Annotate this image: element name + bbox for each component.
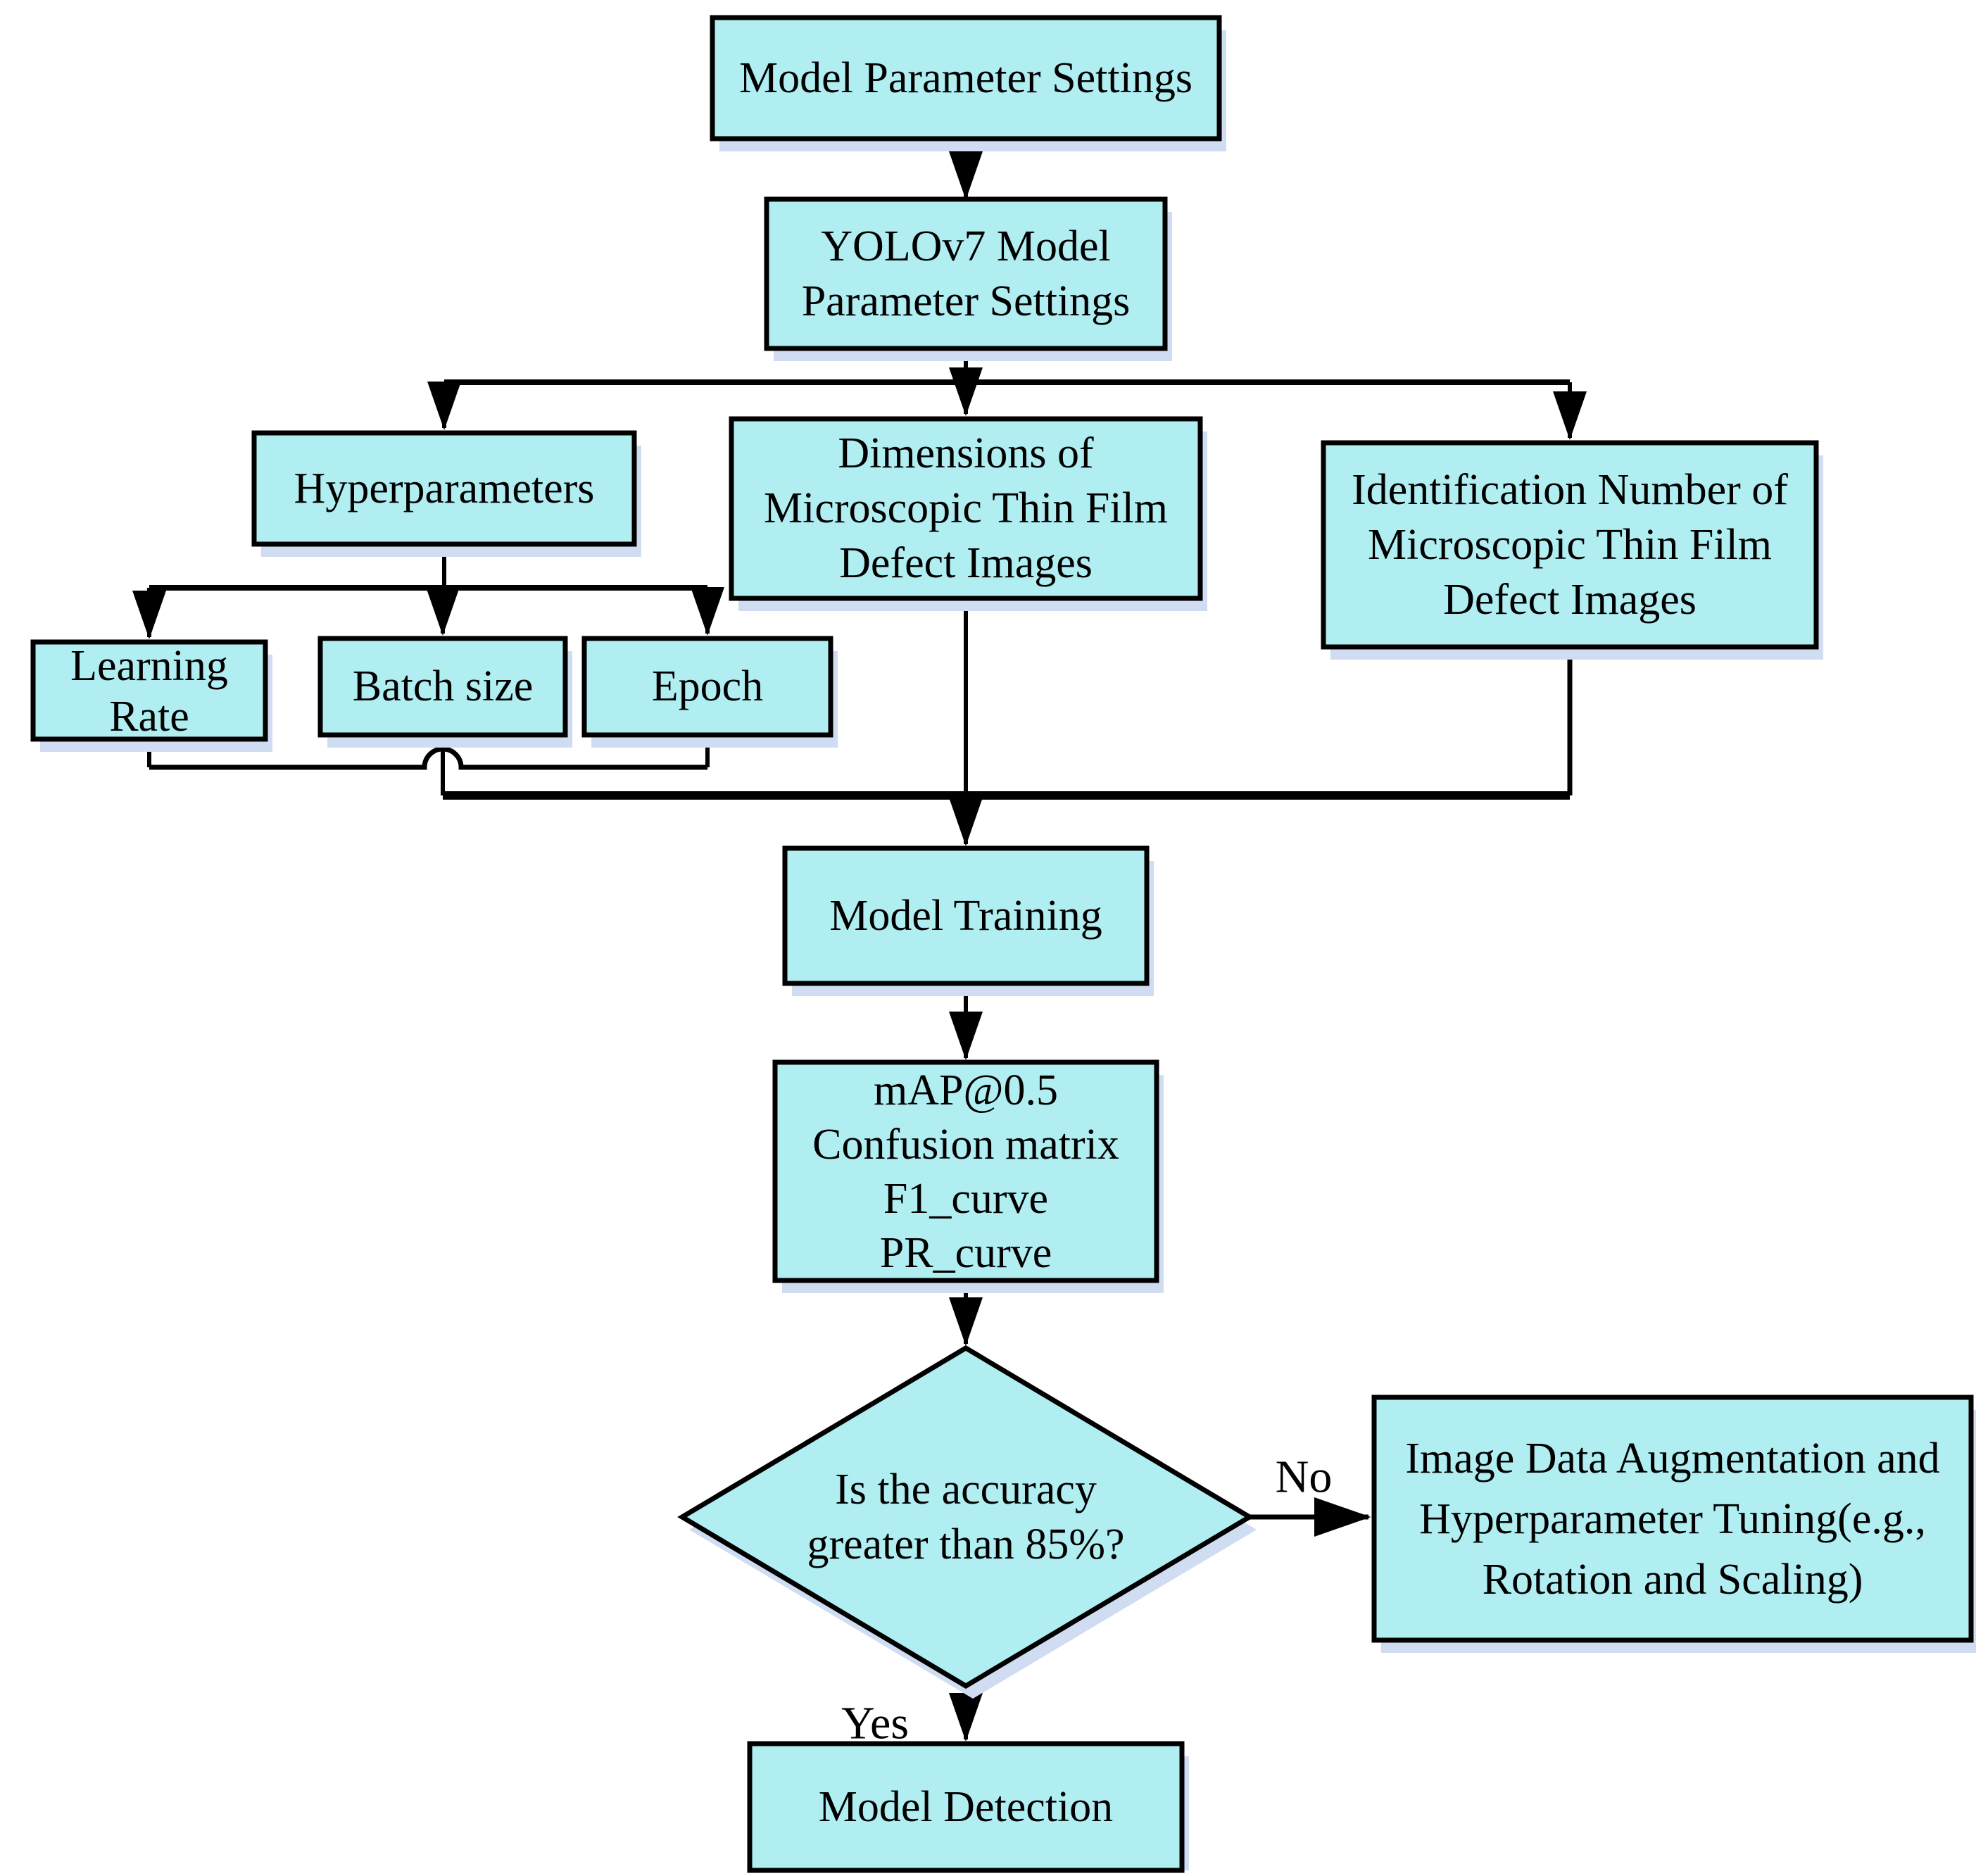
node-model-parameter-settings: Model Parameter Settings (710, 15, 1226, 151)
node-box (30, 639, 268, 742)
node-label-line: Model Training (829, 892, 1102, 940)
node-accuracy-decision: Is the accuracy greater than 85%? (677, 1345, 1257, 1699)
node-label-line: Image Data Augmentation and (1405, 1435, 1939, 1482)
node-augmentation: Image Data Augmentation and Hyperparamet… (1371, 1395, 1976, 1653)
node-identification: Identification Number of Microscopic Thi… (1321, 440, 1823, 660)
node-label-line: Rate (109, 693, 189, 741)
yes-label: Yes (841, 1698, 909, 1749)
node-box (764, 196, 1168, 351)
node-label-line: Hyperparameter Tuning(e.g., (1419, 1495, 1926, 1543)
node-box (782, 845, 1150, 986)
edge-merge-line-with-hop (149, 746, 707, 770)
node-model-detection: Model Detection (747, 1741, 1189, 1873)
node-label-line: Hyperparameters (294, 465, 595, 512)
node-hyperparameters: Hyperparameters (251, 430, 641, 557)
no-label: No (1276, 1452, 1333, 1503)
node-box (1321, 440, 1819, 650)
node-label-line: Model Detection (819, 1783, 1113, 1831)
node-label-line: Identification Number of (1352, 466, 1788, 514)
node-yolov7-settings: YOLOv7 Model Parameter Settings (764, 196, 1172, 361)
node-label-line: YOLOv7 Model (821, 222, 1111, 270)
node-box (581, 636, 833, 738)
node-label-line: Microscopic Thin Film (764, 484, 1168, 532)
decision-diamond (677, 1345, 1254, 1689)
node-box (1371, 1395, 1974, 1643)
node-label-line: greater than 85%? (807, 1521, 1125, 1568)
node-batch-size: Batch size (317, 636, 572, 748)
node-box (772, 1059, 1159, 1283)
node-label-line: Defect Images (1443, 576, 1697, 624)
node-label-line: Defect Images (839, 539, 1093, 587)
node-label-line: F1_curve (883, 1175, 1048, 1223)
node-label-line: PR_curve (880, 1229, 1052, 1277)
node-label-line: Epoch (652, 662, 763, 710)
node-box (251, 430, 637, 547)
node-evaluation-metrics: mAP@0.5 Confusion matrix F1_curve PR_cur… (772, 1059, 1164, 1293)
node-label-line: Confusion matrix (812, 1121, 1119, 1169)
edges (132, 139, 1587, 1742)
node-label-line: Dimensions of (838, 429, 1094, 477)
node-label-line: Model Parameter Settings (739, 54, 1192, 102)
node-epoch: Epoch (581, 636, 838, 748)
node-label-line: mAP@0.5 (874, 1066, 1058, 1114)
node-box (747, 1741, 1185, 1873)
node-dimensions: Dimensions of Microscopic Thin Film Defe… (729, 416, 1207, 611)
node-label-line: Is the accuracy (835, 1466, 1097, 1513)
node-label-line: Microscopic Thin Film (1368, 521, 1772, 569)
node-label-line: Rotation and Scaling) (1483, 1556, 1863, 1604)
node-box (729, 416, 1203, 601)
node-box (710, 15, 1222, 141)
node-model-training: Model Training (782, 845, 1154, 996)
node-label-line: Learning (70, 642, 228, 690)
node-label-line: Parameter Settings (802, 277, 1131, 325)
node-box (317, 636, 568, 738)
node-learning-rate: Learning Rate (30, 639, 272, 752)
node-label-line: Batch size (353, 662, 534, 710)
